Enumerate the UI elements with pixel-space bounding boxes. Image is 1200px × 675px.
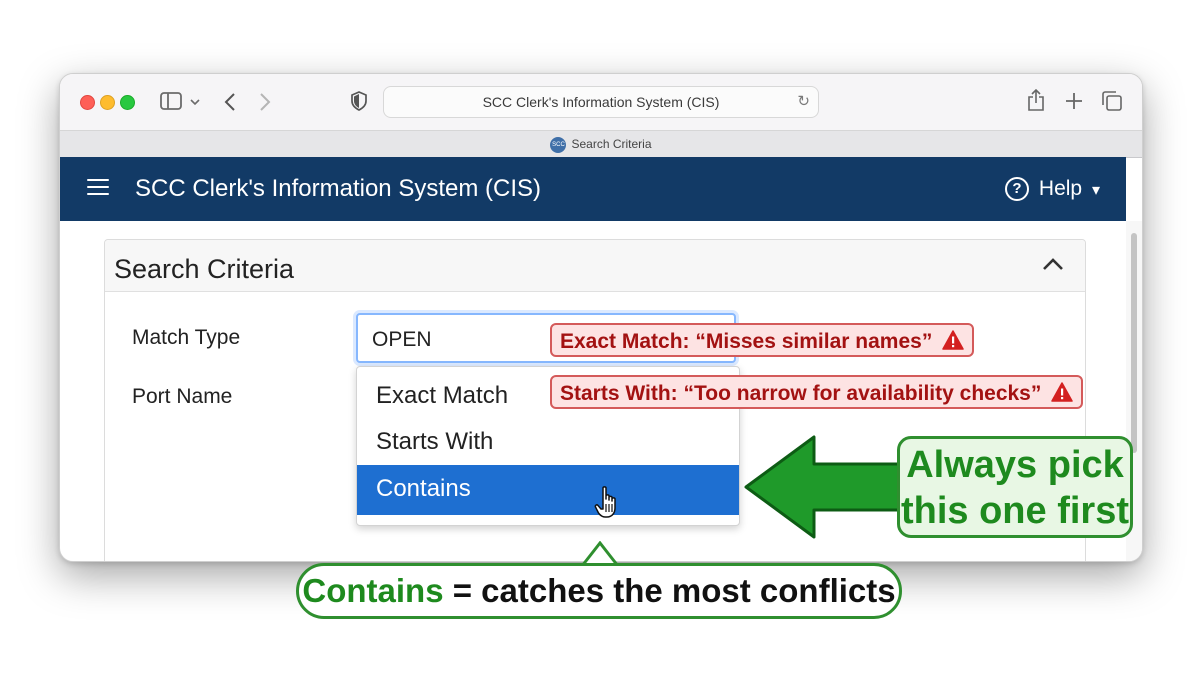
tab-overview-icon[interactable] — [1102, 91, 1122, 111]
card-title: Search Criteria — [114, 254, 295, 284]
browser-window: SCC Clerk's Information System (CIS) ↻ S… — [59, 73, 1143, 562]
address-bar[interactable]: SCC Clerk's Information System (CIS) ↻ — [383, 86, 819, 118]
card-header[interactable]: Search Criteria — [105, 240, 1085, 292]
port-name-label: Port Name — [132, 385, 233, 408]
share-icon[interactable] — [1027, 89, 1045, 111]
exact-match-warning: Exact Match: “Misses similar names” — [550, 323, 975, 357]
contains-highlight: Contains — [302, 572, 444, 609]
tab-title: Search Criteria — [571, 137, 652, 151]
contains-summary-text: = catches the most conflicts — [443, 572, 896, 609]
hand-cursor-icon — [594, 486, 616, 518]
option-starts-with[interactable]: Starts With — [376, 428, 494, 455]
browser-toolbar: SCC Clerk's Information System (CIS) ↻ — [60, 74, 1142, 130]
warning-icon — [1051, 382, 1073, 403]
sidebar-toggle-icon[interactable] — [160, 92, 182, 110]
help-menu-button[interactable]: ? Help ▾ — [1004, 157, 1100, 223]
new-tab-icon[interactable] — [1065, 92, 1083, 110]
address-text: SCC Clerk's Information System (CIS) — [482, 94, 720, 110]
forward-icon[interactable] — [258, 92, 272, 112]
pick-first-line-1: Always pick — [906, 444, 1124, 486]
left-arrow-icon — [744, 435, 902, 539]
close-window-button[interactable] — [80, 95, 95, 110]
pick-first-callout: Always pick this one first — [897, 436, 1133, 538]
site-favicon: SCC — [550, 136, 567, 153]
option-contains-label: Contains — [376, 475, 471, 502]
warning-icon — [942, 330, 964, 351]
chevron-down-icon[interactable] — [190, 98, 200, 106]
exact-match-warning-text: Exact Match: “Misses similar names” — [560, 330, 933, 353]
option-exact-match[interactable]: Exact Match — [376, 382, 509, 409]
back-icon[interactable] — [223, 92, 237, 112]
app-title: SCC Clerk's Information System (CIS) — [135, 175, 541, 202]
contains-summary-callout: Contains = catches the most conflicts — [296, 563, 902, 619]
option-contains[interactable]: Contains — [357, 465, 739, 518]
caret-down-icon: ▾ — [1091, 182, 1100, 199]
collapse-chevron-icon[interactable] — [1041, 254, 1065, 274]
help-label: Help — [1038, 177, 1083, 200]
starts-with-warning: Starts With: “Too narrow for availabilit… — [550, 375, 1084, 409]
minimize-window-button[interactable] — [100, 95, 115, 110]
pick-first-line-2: this one first — [900, 490, 1130, 532]
shield-icon[interactable] — [351, 91, 367, 111]
menu-icon[interactable] — [87, 179, 109, 197]
reload-icon[interactable]: ↻ — [797, 93, 810, 110]
match-type-label: Match Type — [132, 326, 241, 349]
app-navbar: SCC Clerk's Information System (CIS) ? He… — [60, 157, 1126, 221]
scrollbar-thumb[interactable] — [1131, 233, 1137, 453]
tab-search-criteria[interactable]: SCC Search Criteria — [60, 130, 1142, 158]
maximize-window-button[interactable] — [120, 95, 135, 110]
starts-with-warning-text: Starts With: “Too narrow for availabilit… — [560, 382, 1042, 405]
help-circle-icon: ? — [1004, 177, 1029, 202]
